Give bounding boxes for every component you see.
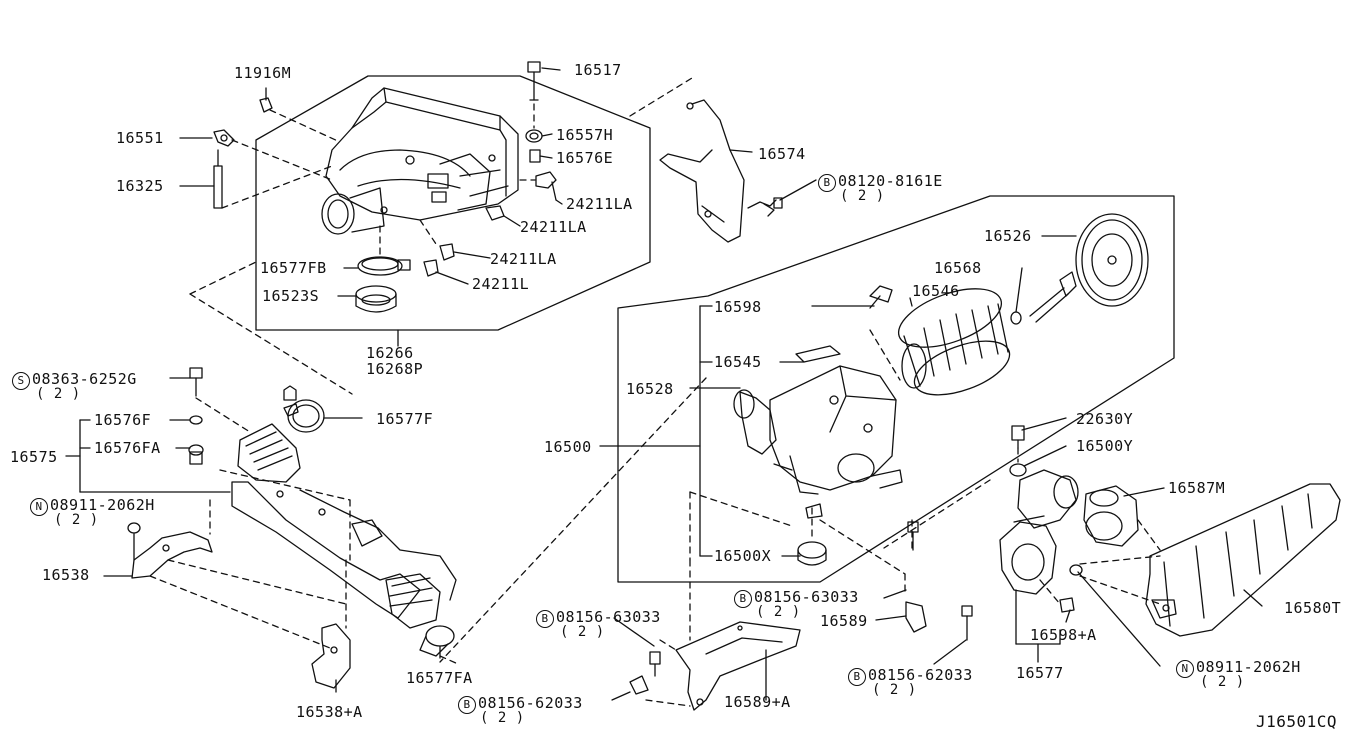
dashed-leaders-lower-center bbox=[646, 560, 690, 706]
part-quantity: ( 2 ) bbox=[36, 386, 81, 402]
part-label[interactable]: 24211LA bbox=[566, 195, 633, 213]
bracket-16577-lines bbox=[1016, 590, 1060, 662]
part-label[interactable]: 16576F bbox=[94, 411, 152, 429]
seal-16500x-shape bbox=[798, 504, 826, 565]
group-outline-16500 bbox=[618, 196, 1174, 582]
part-quantity: ( 2 ) bbox=[54, 512, 99, 528]
small-fasteners-left bbox=[189, 368, 296, 464]
bracket-16500-lines bbox=[600, 306, 874, 556]
part-label[interactable]: 16577F bbox=[376, 410, 434, 428]
part-label[interactable]: 16538 bbox=[42, 566, 90, 584]
part-label[interactable]: 16575 bbox=[10, 448, 58, 466]
part-label[interactable]: 16577FB bbox=[260, 259, 327, 277]
dashed-leaders-upper bbox=[190, 78, 692, 394]
bolt-type-badge: B bbox=[536, 610, 554, 628]
dashed-leaders-lower-left bbox=[150, 398, 458, 664]
seal-16523s-shape bbox=[356, 286, 396, 312]
bolt-type-badge: B bbox=[458, 696, 476, 714]
part-label[interactable]: 16580T bbox=[1284, 599, 1342, 617]
inlet-16577-shape bbox=[1000, 470, 1078, 594]
clamp-16577f-shape bbox=[284, 400, 324, 432]
label-16545-shape bbox=[796, 346, 840, 362]
bolt-type-badge: B bbox=[848, 668, 866, 686]
bracket-16538-shape bbox=[128, 523, 212, 578]
part-quantity: ( 2 ) bbox=[1200, 674, 1245, 690]
bolt-type-badge: N bbox=[1176, 660, 1194, 678]
part-label[interactable]: 16551 bbox=[116, 129, 164, 147]
dashed-leaders-middle bbox=[440, 330, 990, 662]
part-label[interactable]: 16538+A bbox=[296, 703, 363, 721]
part-label[interactable]: 16325 bbox=[116, 177, 164, 195]
part-label[interactable]: 16500X bbox=[714, 547, 772, 565]
duct-16575-shape bbox=[232, 424, 456, 656]
part-label[interactable]: 11916M bbox=[234, 64, 292, 82]
bolt-type-badge: B bbox=[734, 590, 752, 608]
part-label[interactable]: 16598 bbox=[714, 298, 762, 316]
part-label[interactable]: 16568 bbox=[934, 259, 982, 277]
part-quantity: ( 2 ) bbox=[872, 682, 917, 698]
part-label[interactable]: 16545 bbox=[714, 353, 762, 371]
part-label[interactable]: 22630Y bbox=[1076, 410, 1134, 428]
part-label[interactable]: 16526 bbox=[984, 227, 1032, 245]
part-label[interactable]: 16577FA bbox=[406, 669, 473, 687]
small-fasteners-right bbox=[1010, 426, 1082, 612]
bolt-type-badge: S bbox=[12, 372, 30, 390]
part-label[interactable]: 16517 bbox=[574, 61, 622, 79]
part-label[interactable]: 16266 bbox=[366, 344, 414, 362]
bolt-type-badge: B bbox=[818, 174, 836, 192]
part-label[interactable]: 16598+A bbox=[1030, 626, 1097, 644]
bracket-16574-shape bbox=[660, 100, 782, 242]
part-label[interactable]: 16576FA bbox=[94, 439, 161, 457]
part-label[interactable]: 16500 bbox=[544, 438, 592, 456]
part-label[interactable]: 16523S bbox=[262, 287, 320, 305]
cover-16526-shape bbox=[1076, 214, 1148, 306]
dashed-leaders-right bbox=[1018, 448, 1160, 604]
part-label[interactable]: 24211LA bbox=[520, 218, 587, 236]
part-quantity: ( 2 ) bbox=[480, 710, 525, 726]
part-quantity: ( 2 ) bbox=[560, 624, 605, 640]
part-label[interactable]: 16500Y bbox=[1076, 437, 1134, 455]
part-label[interactable]: 24211L bbox=[472, 275, 530, 293]
part-label[interactable]: 16557H bbox=[556, 126, 614, 144]
air-cleaner-lower-case bbox=[734, 366, 902, 494]
part-label[interactable]: 16268P bbox=[366, 360, 424, 378]
part-label[interactable]: 24211LA bbox=[490, 250, 557, 268]
diagram-id: J16501CQ bbox=[1256, 712, 1338, 731]
bracket-16538a-shape bbox=[312, 624, 350, 688]
clip-16598-shape bbox=[870, 286, 892, 308]
bracket-16575-lines bbox=[66, 378, 230, 492]
part-label[interactable]: 16587M bbox=[1168, 479, 1226, 497]
part-label[interactable]: 16546 bbox=[912, 282, 960, 300]
clamp-16577fb-shape bbox=[358, 257, 410, 275]
hose-16587m-shape bbox=[1084, 486, 1138, 546]
filter-element-16546-shape bbox=[891, 277, 1016, 406]
group-outline-16266 bbox=[256, 76, 650, 330]
part-label[interactable]: 16589 bbox=[820, 612, 868, 630]
bolt-type-badge: N bbox=[30, 498, 48, 516]
solid-leader-lines bbox=[104, 68, 1262, 700]
part-quantity: ( 2 ) bbox=[840, 188, 885, 204]
part-quantity: ( 2 ) bbox=[756, 604, 801, 620]
part-label[interactable]: 16528 bbox=[626, 380, 674, 398]
bracket-16589-shape bbox=[906, 522, 972, 640]
part-label[interactable]: 16576E bbox=[556, 149, 614, 167]
part-label[interactable]: 16574 bbox=[758, 145, 806, 163]
bracket-16589a-shape bbox=[630, 622, 800, 710]
part-label[interactable]: 16577 bbox=[1016, 664, 1064, 682]
part-label[interactable]: 16589+A bbox=[724, 693, 791, 711]
